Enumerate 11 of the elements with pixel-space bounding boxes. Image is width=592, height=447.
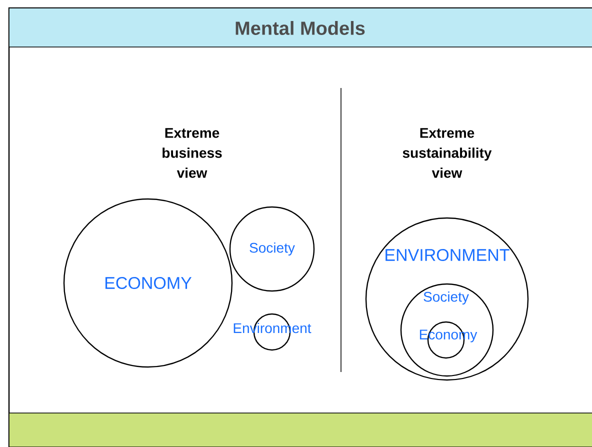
title-band: Mental Models (8, 8, 592, 48)
circle-label: Society (424, 291, 469, 305)
circle-label: Society (250, 242, 295, 256)
circle (365, 217, 529, 381)
circle-label: ECONOMY (105, 276, 192, 290)
circle (400, 283, 494, 377)
heading: Extreme business view (162, 128, 222, 178)
circle (229, 206, 315, 292)
circle (63, 198, 233, 368)
circle-label: ENVIRONMENT (386, 248, 510, 262)
heading: Extreme sustainability view (402, 128, 492, 178)
